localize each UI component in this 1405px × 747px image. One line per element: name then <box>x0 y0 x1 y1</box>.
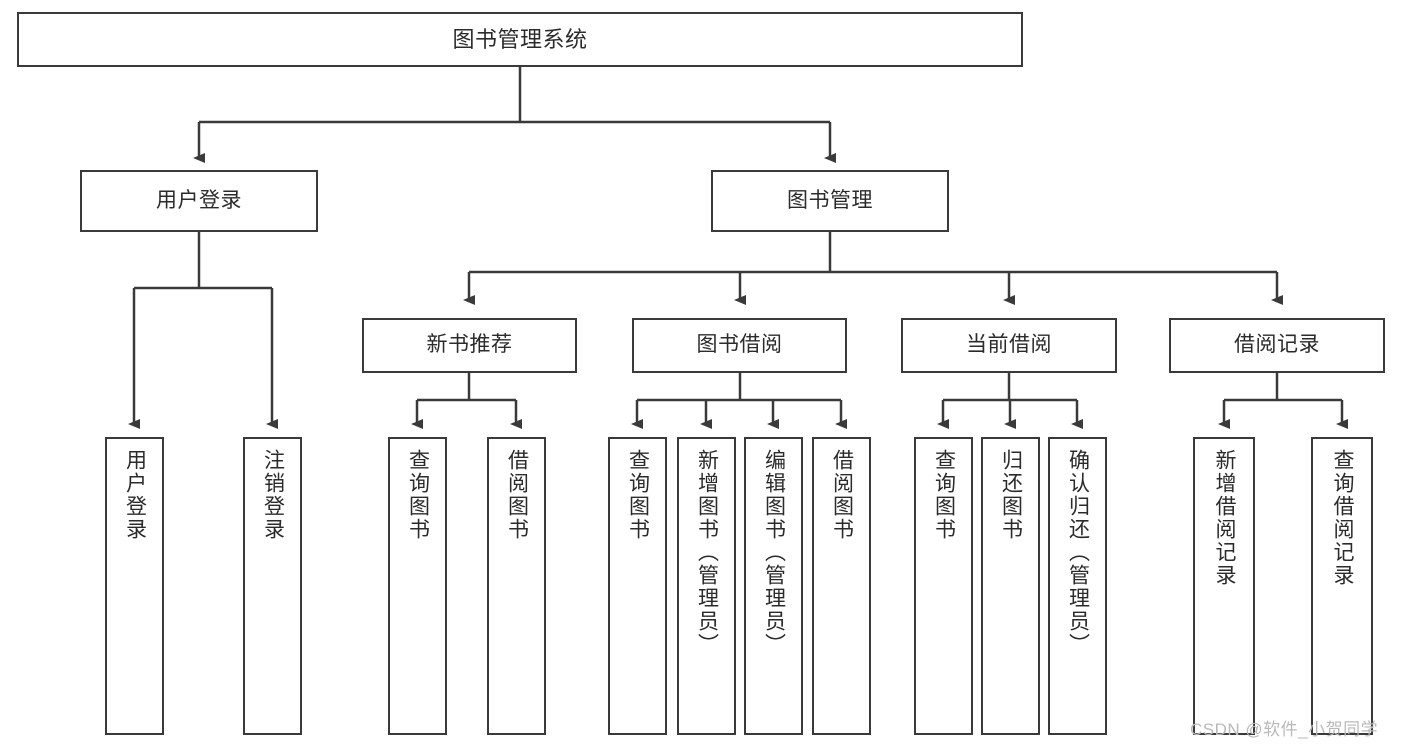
node-root-label: 图书管理系统 <box>452 26 588 52</box>
node-borrow-record[interactable]: 借阅记录 <box>1169 318 1385 373</box>
leaf-new-book-borrow[interactable]: 借阅图书 <box>487 437 546 735</box>
leaf-user-login-login[interactable]: 用户登录 <box>105 437 164 735</box>
node-new-book-recommend-label: 新书推荐 <box>426 333 513 357</box>
leaf-record-add[interactable]: 新增借阅记录 <box>1193 437 1255 735</box>
leaf-label: 查询图书 <box>626 449 650 541</box>
leaf-label: 查询图书 <box>932 449 956 541</box>
leaf-label: 确认归还（管理员） <box>1066 449 1090 656</box>
node-borrow-record-label: 借阅记录 <box>1234 333 1320 357</box>
leaf-current-query-book[interactable]: 查询图书 <box>914 437 973 735</box>
leaf-borrow-add-book[interactable]: 新增图书（管理员） <box>677 437 736 735</box>
leaf-label: 借阅图书 <box>505 449 529 541</box>
leaf-current-confirm-return[interactable]: 确认归还（管理员） <box>1048 437 1107 735</box>
leaf-label: 用户登录 <box>123 449 147 541</box>
leaf-label: 借阅图书 <box>830 449 854 541</box>
leaf-borrow-borrow-book[interactable]: 借阅图书 <box>812 437 871 735</box>
node-user-login[interactable]: 用户登录 <box>80 170 318 232</box>
leaf-label: 新增借阅记录 <box>1213 449 1237 587</box>
leaf-label: 注销登录 <box>261 449 285 541</box>
node-current-borrow[interactable]: 当前借阅 <box>901 318 1117 373</box>
leaf-borrow-edit-book[interactable]: 编辑图书（管理员） <box>744 437 803 735</box>
leaf-record-query[interactable]: 查询借阅记录 <box>1311 437 1373 735</box>
leaf-user-login-logout[interactable]: 注销登录 <box>243 437 302 735</box>
leaf-borrow-query-book[interactable]: 查询图书 <box>608 437 667 735</box>
node-book-management-label: 图书管理 <box>787 188 873 212</box>
node-book-borrow-label: 图书借阅 <box>696 333 783 357</box>
node-book-management[interactable]: 图书管理 <box>711 170 949 232</box>
node-new-book-recommend[interactable]: 新书推荐 <box>362 318 577 373</box>
leaf-label: 查询借阅记录 <box>1331 449 1355 587</box>
leaf-new-book-query[interactable]: 查询图书 <box>388 437 447 735</box>
leaf-label: 编辑图书（管理员） <box>762 449 786 656</box>
leaf-current-return-book[interactable]: 归还图书 <box>981 437 1040 735</box>
leaf-label: 新增图书（管理员） <box>695 449 719 656</box>
node-user-login-label: 用户登录 <box>156 188 242 212</box>
node-root[interactable]: 图书管理系统 <box>17 12 1023 67</box>
leaf-label: 查询图书 <box>406 449 430 541</box>
node-current-borrow-label: 当前借阅 <box>966 333 1052 357</box>
watermark-text: CSDN @软件_小贺同学 <box>1190 720 1379 739</box>
leaf-label: 归还图书 <box>999 449 1023 541</box>
node-book-borrow[interactable]: 图书借阅 <box>632 318 847 373</box>
